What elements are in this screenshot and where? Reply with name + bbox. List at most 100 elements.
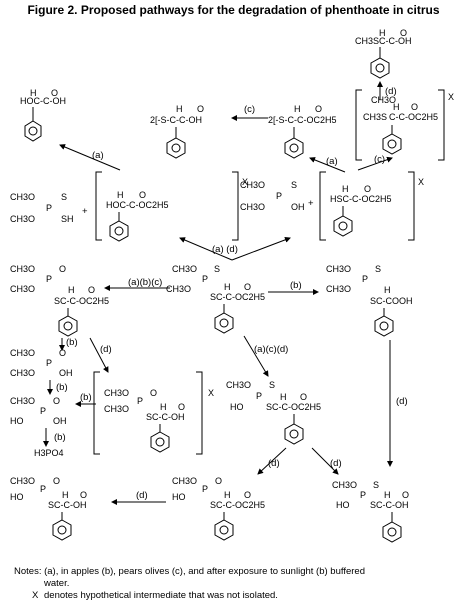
svg-text:CH3O: CH3O <box>326 284 351 294</box>
svg-text:CH3O: CH3O <box>10 396 35 406</box>
svg-text:CH3O: CH3O <box>332 480 357 490</box>
svg-text:OH: OH <box>291 202 305 212</box>
svg-text:H: H <box>176 104 183 114</box>
svg-text:CH3O: CH3O <box>172 264 197 274</box>
phosphoric-acid-label: H3PO4 <box>34 448 64 458</box>
svg-text:P: P <box>202 484 208 494</box>
disulfide-ester-label: 2[-S-C-C-OC2H5 <box>268 115 337 125</box>
methylthio-ester-structure: CH3O CH3S C-C-OC2H5 H O <box>363 95 438 155</box>
svg-text:CH3O: CH3O <box>226 380 251 390</box>
svg-text:OH: OH <box>53 416 67 426</box>
methylthio-acid-structure: CH3SC-C-OH H O <box>355 28 412 79</box>
svg-text:O: O <box>80 490 87 500</box>
cond-c-top: (c) <box>244 104 255 115</box>
svg-text:CH3O: CH3O <box>10 264 35 274</box>
cond-b-left-1: (b) <box>66 337 78 348</box>
cond-a-mid-right: (a) <box>326 156 338 167</box>
notes-line-2: water. <box>44 578 70 589</box>
figure-title: Figure 2. Proposed pathways for the degr… <box>27 3 440 17</box>
cond-d-lower-left: (d) <box>268 458 280 469</box>
svg-text:SC-C-OC2H5: SC-C-OC2H5 <box>210 500 265 510</box>
dimethyl-phosphorodithioate-structure: CH3O CH3O P S SH <box>10 192 74 224</box>
svg-text:CH3O: CH3O <box>326 264 351 274</box>
notes-line-3: denotes hypothetical intermediate that w… <box>44 590 278 601</box>
disulfide-ester-structure: 2[-S-C-C-OC2H5 H O <box>268 104 337 159</box>
arrow-c-mid-right <box>357 156 393 171</box>
arrow-ad-left <box>179 237 233 261</box>
svg-text:O: O <box>88 285 95 295</box>
arrow-a-top-left <box>59 144 121 171</box>
arrow-a-mid-right <box>309 157 346 173</box>
cond-b-left-3: (b) <box>54 432 66 443</box>
svg-text:HO: HO <box>230 402 244 412</box>
dmtp-structure: CH3O CH3O P O OH <box>10 348 73 378</box>
bracket-open-left <box>95 171 102 241</box>
cond-b-to-mmp: (b) <box>80 392 92 403</box>
svg-text:P: P <box>40 406 46 416</box>
mercapto-ester-label: HSC-C-OC2H5 <box>330 194 392 204</box>
phenthoate-structure: CH3O CH3O P S SC-C-OC2H5 H O <box>166 264 265 334</box>
svg-text:CH3O: CH3O <box>10 192 35 202</box>
svg-text:H: H <box>393 102 400 112</box>
svg-text:SC-C-OC2H5: SC-C-OC2H5 <box>210 292 265 302</box>
phenthoate-acid-structure: CH3O CH3O P S SC-COOH H <box>326 264 413 337</box>
cond-b-left-2: (b) <box>56 382 68 393</box>
svg-text:P: P <box>46 274 52 284</box>
bracket-open-oxon-acid <box>93 371 100 455</box>
svg-text:SC-COOH: SC-COOH <box>370 296 413 306</box>
bracket-open <box>355 89 362 161</box>
svg-text:CH3O: CH3O <box>10 214 35 224</box>
svg-text:SC-C-OH: SC-C-OH <box>48 500 87 510</box>
bracket-close <box>438 89 445 161</box>
svg-text:H: H <box>384 490 391 500</box>
bracket-close-oxon-acid <box>196 371 203 455</box>
svg-text:CH3O: CH3O <box>104 404 129 414</box>
svg-text:H: H <box>294 104 301 114</box>
mandelic-acid-label: HOC-C-OH <box>20 96 66 106</box>
svg-text:H: H <box>68 285 75 295</box>
bracket-close-left <box>232 171 239 241</box>
svg-text:H: H <box>224 490 231 500</box>
svg-text:O: O <box>139 190 146 200</box>
demethyl-phenthoate-structure: CH3O HO P S SC-C-OC2H5 H O <box>226 380 321 445</box>
svg-text:SC-C-OC2H5: SC-C-OC2H5 <box>266 402 321 412</box>
svg-text:S: S <box>61 192 67 202</box>
arrow-acd <box>243 335 269 377</box>
cond-acd: (a)(c)(d) <box>254 344 288 355</box>
svg-text:SC-C-OC2H5: SC-C-OC2H5 <box>54 296 109 306</box>
svg-text:P: P <box>360 490 366 500</box>
cond-d-bottom: (d) <box>136 490 148 501</box>
svg-text:CH3O: CH3O <box>10 476 35 486</box>
svg-text:H: H <box>384 285 391 295</box>
mandelic-acid-structure: HOC-C-OH H O <box>20 88 66 142</box>
svg-text:CH3O: CH3O <box>10 348 35 358</box>
svg-text:O: O <box>150 388 157 398</box>
svg-text:O: O <box>51 88 58 98</box>
svg-text:O: O <box>400 28 407 38</box>
svg-text:O: O <box>215 476 222 486</box>
svg-text:SC-C-OH: SC-C-OH <box>146 412 185 422</box>
oxon-acid-structure: CH3O CH3O P O SC-C-OH H O <box>104 388 185 453</box>
cond-ad: (a) (d) <box>212 244 238 255</box>
svg-text:H: H <box>224 282 231 292</box>
svg-text:CH3O: CH3O <box>371 95 396 105</box>
svg-text:HO: HO <box>10 416 24 426</box>
cond-abc: (a)(b)(c) <box>128 277 162 288</box>
svg-text:O: O <box>53 396 60 406</box>
svg-text:CH3O: CH3O <box>172 476 197 486</box>
svg-text:P: P <box>256 391 262 401</box>
marker-x-3: X <box>418 177 424 187</box>
mercapto-ester-structure: HSC-C-OC2H5 H O <box>330 184 392 237</box>
cond-c-mid-right: (c) <box>374 154 385 165</box>
svg-text:H: H <box>160 402 167 412</box>
plus-sign-right: + <box>308 198 314 209</box>
svg-text:S: S <box>214 264 220 274</box>
bracket-open-right <box>319 171 326 241</box>
cond-d-right-down: (d) <box>396 396 408 407</box>
svg-text:OH: OH <box>59 368 73 378</box>
svg-text:S: S <box>269 380 275 390</box>
svg-text:P: P <box>46 203 52 213</box>
svg-text:CH3O: CH3O <box>240 202 265 212</box>
arrow-d-left-down <box>89 337 109 373</box>
svg-text:P: P <box>137 396 143 406</box>
